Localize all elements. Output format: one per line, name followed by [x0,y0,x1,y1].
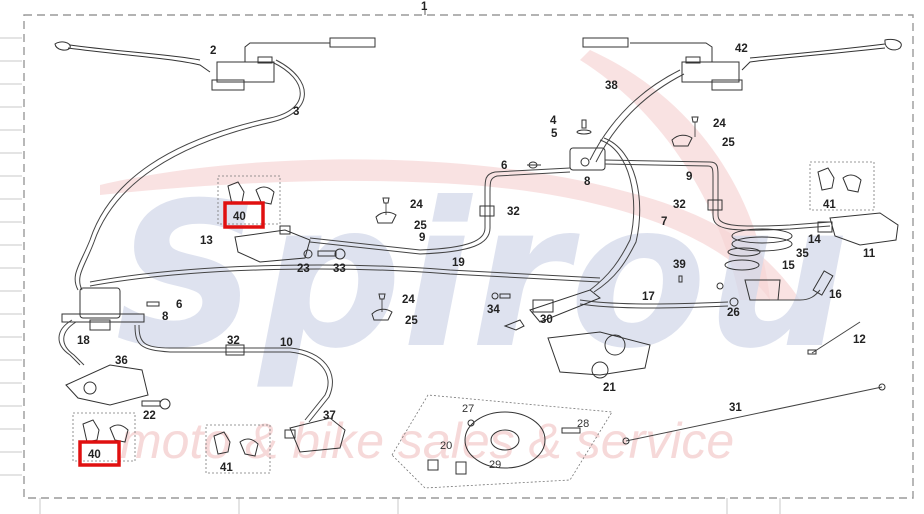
callout-4: 4 [550,115,557,127]
callout-30: 30 [540,314,553,326]
brake-hose-18 [58,319,81,366]
callout-17: 17 [642,291,655,303]
callout-41: 41 [823,199,836,211]
rear-master-cylinder-30 [491,289,601,331]
callout-37: 37 [323,410,336,422]
callout-28: 28 [577,418,589,430]
callout-26: 26 [727,307,740,319]
callout-11: 11 [863,248,876,260]
callout-8: 8 [162,311,169,323]
bottom-grid [39,498,781,514]
right-master-cylinder [582,37,902,91]
left-master-cylinder [54,37,376,91]
caliper-37 [284,417,346,453]
clip-24-25-c [671,116,699,147]
callout-19: 19 [452,257,465,269]
brake-pad-set-40-upper [217,175,281,225]
distribution-block [61,287,160,331]
callout-1: 1 [421,1,428,13]
brake-disc-group [391,394,613,489]
callout-35: 35 [796,248,809,260]
callout-32: 32 [673,199,686,211]
callout-25: 25 [405,315,418,327]
callout-22: 22 [143,410,156,422]
callout-24: 24 [410,199,423,211]
callout-12: 12 [853,334,866,346]
clip-24-25-a [375,197,397,224]
callout-33: 33 [333,263,346,275]
caliper-11 [817,212,899,246]
callout-15: 15 [782,260,795,272]
callout-31: 31 [729,402,742,414]
callout-40: 40 [88,449,101,461]
caliper-13 [234,225,346,263]
brake-hose-3 [74,61,301,291]
callout-29: 29 [489,459,501,471]
callout-8: 8 [584,176,591,188]
callout-20: 20 [440,440,452,452]
callout-16: 16 [829,289,842,301]
reservoir-parts [724,228,793,271]
watermark-swoosh [100,159,800,300]
callout-27: 27 [462,403,474,415]
callout-3: 3 [293,106,299,118]
callout-18: 18 [77,335,90,347]
callout-39: 39 [673,259,686,271]
brake-cable-19 [89,264,601,283]
callout-7: 7 [661,216,667,228]
brake-pad-set-40-lower [72,412,136,462]
callout-42: 42 [735,43,748,55]
callout-24: 24 [713,118,726,130]
diagram-frame [23,14,914,499]
caliper-36 [65,364,171,410]
callout-9: 9 [419,232,425,244]
watermark: Spirou moto & bike sales & service [100,50,849,469]
caliper-21 [547,331,651,379]
watermark-tagline: moto & bike sales & service [120,413,734,469]
highlight-box-40-upper [223,201,265,229]
callout-38: 38 [605,80,618,92]
proportioning-valve [527,119,606,171]
callout-10: 10 [280,337,293,349]
watermark-swoosh-2 [580,50,770,300]
sensor-12 [807,321,861,355]
callout-14: 14 [808,234,821,246]
callout-labels: 1 2 3 4 5 6 6 7 8 8 9 9 10 11 12 13 14 1… [77,1,876,474]
brake-pad-set-41-right [809,161,875,211]
brake-hose-9-right [604,159,831,227]
watermark-brand: Spirou [115,160,849,393]
callout-32: 32 [507,206,520,218]
callout-34: 34 [487,304,500,316]
callout-24: 24 [402,294,415,306]
reservoir-bracket [678,270,834,301]
callout-25: 25 [722,137,735,149]
callout-6: 6 [501,160,507,172]
left-grid [0,37,22,476]
brake-hose-10 [134,324,329,421]
brake-hose-17 [579,299,729,305]
clip-24-25-b [371,293,393,321]
callout-40: 40 [233,211,246,223]
callout-9: 9 [686,171,692,183]
callout-2: 2 [210,45,216,57]
brake-pad-set-41-lower [205,424,271,474]
callout-5: 5 [551,128,558,140]
callout-32: 32 [227,335,240,347]
callout-25: 25 [414,220,427,232]
highlight-box-40-lower [78,440,121,467]
brake-hose-38 [589,69,681,161]
brake-hose-9-left [309,167,571,251]
brake-hose-7 [589,139,635,291]
callout-6: 6 [176,299,182,311]
callout-23: 23 [297,263,310,275]
callout-36: 36 [115,355,128,367]
callout-41: 41 [220,462,233,474]
cable-31 [622,383,886,445]
callout-21: 21 [603,382,616,394]
callout-13: 13 [200,235,213,247]
